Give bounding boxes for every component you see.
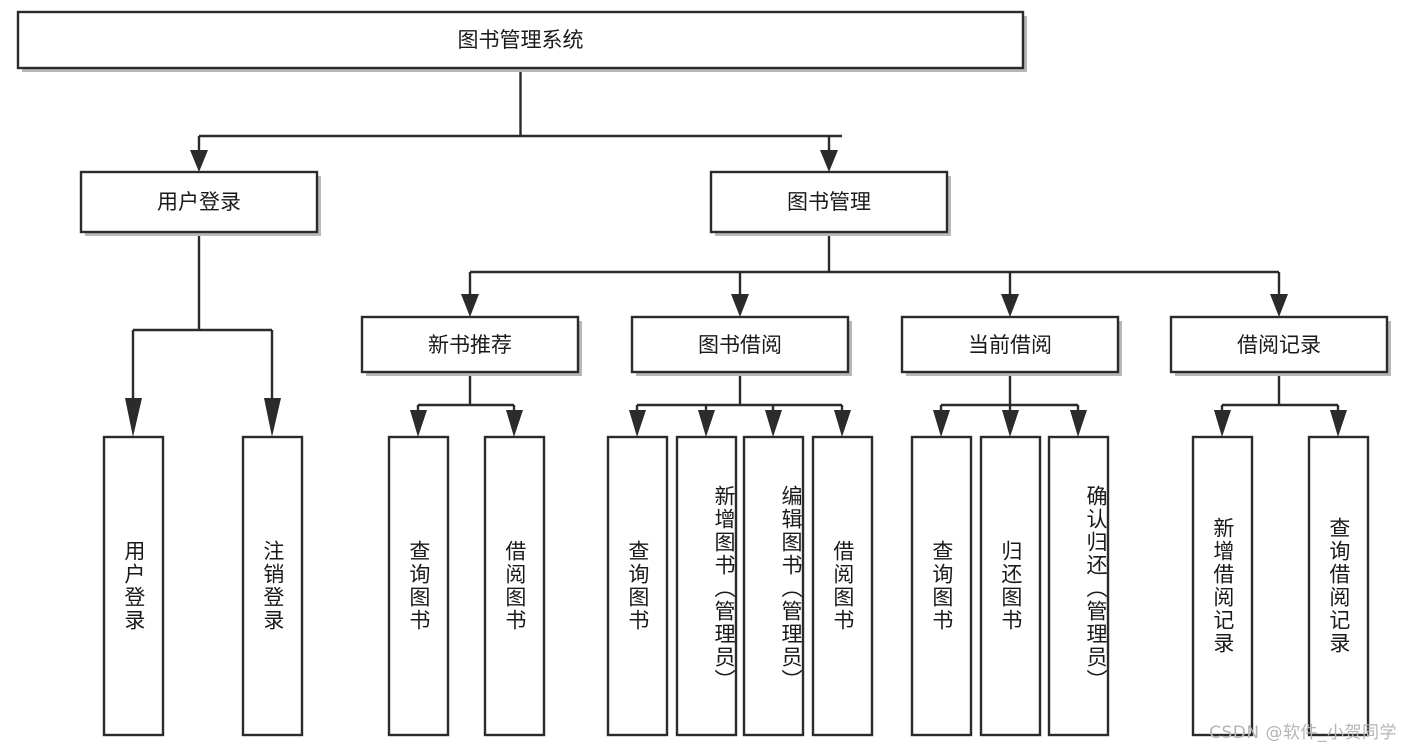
leaf-box-user-login[interactable]	[102, 435, 165, 737]
arrow-to-user-login	[190, 150, 208, 172]
arrow-to-book-manage	[820, 150, 838, 172]
node-book-manage-box[interactable]	[709, 170, 949, 234]
arrow-to-leaf-cb-3	[1070, 410, 1087, 437]
node-current-borrow-label: 当前借阅	[968, 333, 1052, 357]
node-user-login-box[interactable]	[79, 170, 319, 234]
arrow-to-book-borrow	[731, 294, 749, 317]
leaf-box-bb-borrow-book[interactable]	[811, 435, 874, 737]
node-book-borrow-box[interactable]	[630, 315, 850, 374]
arrow-to-leaf-bb-3	[765, 410, 782, 437]
leaf-box-bb-edit-book[interactable]	[742, 435, 805, 737]
node-borrow-record-box[interactable]	[1169, 315, 1389, 374]
node-borrow-record-label: 借阅记录	[1237, 333, 1321, 357]
arrow-to-leaf-br-2	[1330, 410, 1347, 437]
arrow-to-leaf-cb-1	[933, 410, 950, 437]
connector-layer	[125, 68, 1347, 437]
arrow-to-leaf-bb-2	[698, 410, 715, 437]
node-user-login-label: 用户登录	[157, 190, 241, 214]
arrow-to-leaf-nb-2	[506, 410, 523, 437]
leaf-box-bb-add-book[interactable]	[675, 435, 738, 737]
arrow-to-leaf-br-1	[1214, 410, 1231, 437]
arrow-to-leaf-bb-4	[834, 410, 851, 437]
node-layer: 图书管理系统 用户登录 图书管理 新书推荐 图书借阅 当前借阅 借阅记录	[16, 10, 1391, 737]
arrow-to-borrow-record	[1270, 294, 1288, 317]
arrow-to-leaf-nb-1	[410, 410, 427, 437]
node-book-borrow-label: 图书借阅	[698, 333, 782, 357]
leaf-box-logout[interactable]	[241, 435, 304, 737]
leaf-box-br-add-record[interactable]	[1191, 435, 1254, 737]
leaf-box-nb-borrow-book[interactable]	[483, 435, 546, 737]
arrow-to-new-book	[461, 294, 479, 317]
arrow-to-leaf-bb-1	[629, 410, 646, 437]
leaf-box-cb-confirm-return[interactable]	[1047, 435, 1110, 737]
node-new-book-box[interactable]	[360, 315, 580, 374]
leaf-box-br-query-record[interactable]	[1307, 435, 1370, 737]
csdn-watermark: CSDN @软件_小贺同学	[1209, 723, 1397, 743]
leaf-box-nb-query-book[interactable]	[387, 435, 450, 737]
arrow-to-current-borrow	[1001, 294, 1019, 317]
leaf-box-cb-return-book[interactable]	[979, 435, 1042, 737]
arrow-to-leaf-logout	[264, 398, 281, 437]
root-node-label: 图书管理系统	[458, 28, 584, 52]
arrow-to-leaf-cb-2	[1002, 410, 1019, 437]
node-current-borrow-box[interactable]	[900, 315, 1120, 374]
arrow-to-leaf-user-login	[125, 398, 142, 437]
node-book-manage-label: 图书管理	[787, 190, 871, 214]
node-new-book-label: 新书推荐	[428, 333, 512, 357]
leaf-box-bb-query-book[interactable]	[606, 435, 669, 737]
leaf-box-cb-query-book[interactable]	[910, 435, 973, 737]
root-node-box[interactable]	[16, 10, 1025, 70]
